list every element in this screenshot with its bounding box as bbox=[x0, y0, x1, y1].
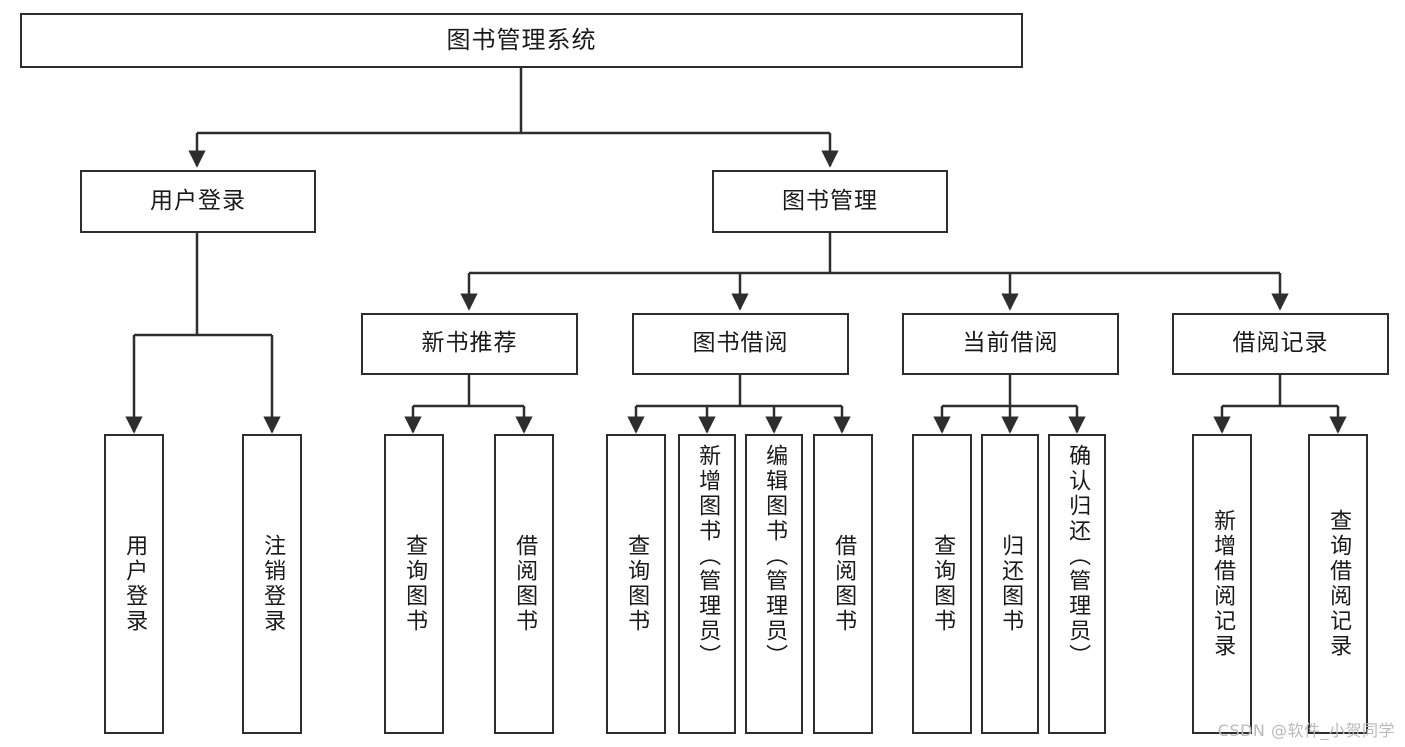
node-leaf-query-book-borrow[interactable]: 查询图书 bbox=[606, 434, 666, 734]
node-label: 查询图书 bbox=[402, 534, 428, 634]
node-leaf-query-book-current[interactable]: 查询图书 bbox=[912, 434, 972, 734]
node-label: 归还图书 bbox=[998, 534, 1024, 634]
node-label: 查询图书 bbox=[624, 534, 650, 634]
node-leaf-add-book[interactable]: 新增图书（管理员） bbox=[678, 434, 736, 734]
node-label: 新增图书（管理员） bbox=[695, 444, 721, 669]
node-leaf-add-borrow-record[interactable]: 新增借阅记录 bbox=[1192, 434, 1252, 734]
node-leaf-logout[interactable]: 注销登录 bbox=[242, 434, 302, 734]
node-new-book-recommend[interactable]: 新书推荐 bbox=[361, 313, 578, 375]
node-leaf-return-book[interactable]: 归还图书 bbox=[981, 434, 1039, 734]
node-leaf-query-book-recommend[interactable]: 查询图书 bbox=[384, 434, 444, 734]
node-leaf-user-login[interactable]: 用户登录 bbox=[104, 434, 164, 734]
node-label: 编辑图书（管理员） bbox=[762, 444, 788, 669]
node-leaf-borrow-book-recommend[interactable]: 借阅图书 bbox=[494, 434, 554, 734]
node-leaf-confirm-return[interactable]: 确认归还（管理员） bbox=[1048, 434, 1106, 734]
node-label: 图书借阅 bbox=[692, 330, 789, 357]
node-leaf-borrow-book[interactable]: 借阅图书 bbox=[813, 434, 873, 734]
node-label: 借阅图书 bbox=[512, 534, 538, 634]
node-borrow-record[interactable]: 借阅记录 bbox=[1172, 313, 1389, 375]
node-label: 当前借阅 bbox=[962, 330, 1059, 357]
node-book-management[interactable]: 图书管理 bbox=[712, 170, 948, 233]
node-leaf-edit-book[interactable]: 编辑图书（管理员） bbox=[745, 434, 803, 734]
node-current-borrow[interactable]: 当前借阅 bbox=[902, 313, 1119, 375]
node-label: 图书管理 bbox=[782, 187, 878, 214]
node-label: 用户登录 bbox=[122, 534, 148, 634]
watermark: CSDN @软件_小贺同学 bbox=[1217, 721, 1395, 740]
node-label: 新书推荐 bbox=[421, 330, 518, 357]
node-label: 借阅图书 bbox=[831, 534, 857, 634]
node-label: 图书管理系统 bbox=[446, 26, 597, 55]
node-label: 新增借阅记录 bbox=[1210, 509, 1236, 659]
node-root-book-management-system[interactable]: 图书管理系统 bbox=[20, 13, 1023, 68]
node-label: 查询借阅记录 bbox=[1326, 509, 1352, 659]
node-label: 借阅记录 bbox=[1232, 330, 1329, 357]
node-label: 注销登录 bbox=[260, 534, 286, 634]
node-user-login[interactable]: 用户登录 bbox=[80, 170, 316, 233]
node-label: 查询图书 bbox=[930, 534, 956, 634]
node-leaf-query-borrow-record[interactable]: 查询借阅记录 bbox=[1308, 434, 1368, 734]
node-book-borrow[interactable]: 图书借阅 bbox=[632, 313, 849, 375]
node-label: 确认归还（管理员） bbox=[1065, 444, 1091, 669]
node-label: 用户登录 bbox=[150, 187, 246, 214]
